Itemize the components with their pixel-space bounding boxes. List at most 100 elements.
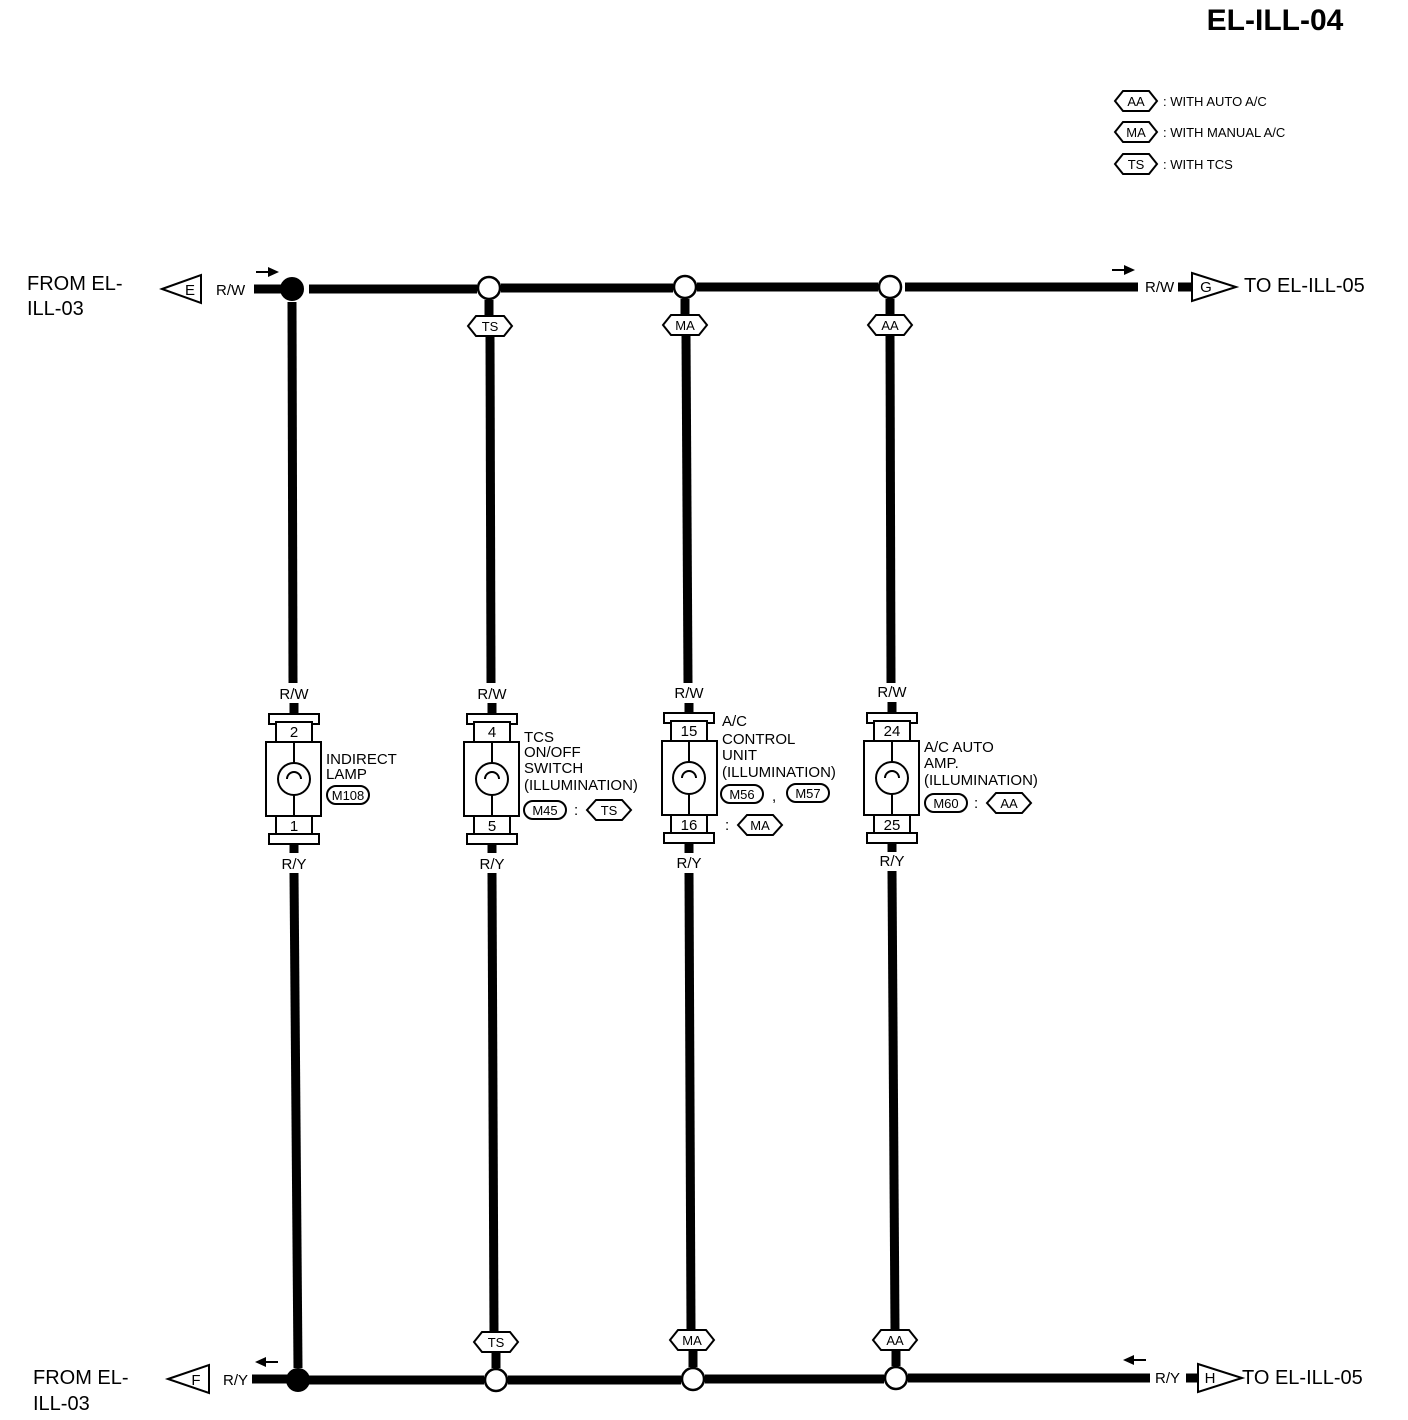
bottom-from-label-line1: FROM EL- [33, 1367, 129, 1389]
bottom-to-wire-color: R/Y [1155, 1370, 1180, 1387]
bottom-to-connector-letter: H [1205, 1370, 1216, 1387]
bottom-splice-junction [286, 1368, 310, 1392]
connector-id: M57 [795, 786, 820, 801]
top-from-connector-arrow [159, 273, 202, 305]
top-to-wire-color: R/W [1145, 279, 1175, 296]
legend-code-ts: TS [1128, 157, 1145, 172]
branch-tag: MA [675, 318, 695, 333]
branch-tag-hex [668, 1329, 716, 1351]
connector-top-pin: 4 [488, 724, 496, 741]
component-name-line: A/C [722, 713, 747, 730]
condition-code: MA [750, 818, 770, 833]
component-bottom-wire-color: R/Y [479, 856, 504, 873]
component-top-wire-color: R/W [279, 686, 309, 703]
connector-id-oval [523, 800, 567, 820]
component-bottom-wire-color: R/Y [879, 853, 904, 870]
bottom-to-label: TO EL-ILL-05 [1242, 1367, 1363, 1389]
bottom-bus: FROM EL- ILL-03 F R/Y R/Y H TO EL-ILL-05 [33, 1355, 1363, 1415]
bottom-to-connector-arrow [1197, 1362, 1246, 1394]
top-splice-junction [280, 277, 304, 301]
legend-row-tcs: TS : WITH TCS [1113, 153, 1233, 175]
condition-hex [985, 792, 1033, 814]
component-top-wire-color: R/W [477, 686, 507, 703]
connector-bottom-pin: 5 [488, 818, 496, 835]
connector-id-oval [924, 793, 968, 813]
top-to-connector-arrow [1191, 271, 1240, 303]
top-to-connector-letter: G [1200, 279, 1212, 296]
component-name-line: AMP. [924, 755, 959, 772]
top-from-wire-color: R/W [216, 282, 246, 299]
top-from-label-line2: ILL-03 [27, 298, 84, 320]
branch-tag-hex [866, 314, 914, 336]
connector-id-oval [786, 783, 830, 803]
component-top-wire-color: R/W [674, 685, 704, 702]
connector-bottom-pin: 16 [681, 817, 698, 834]
top-junction-auto-ac [877, 274, 903, 300]
bulb-icon [277, 762, 311, 796]
branch-tag: AA [881, 318, 899, 333]
component-bottom-wire-color: R/Y [281, 856, 306, 873]
connector-id: M60 [933, 796, 958, 811]
page-title: EL-ILL-04 [1207, 4, 1344, 37]
component-bottom-wire-color: R/Y [676, 855, 701, 872]
connector-separator: , [772, 788, 776, 805]
top-from-label-line1: FROM EL- [27, 273, 123, 295]
component-name-line: UNIT [722, 747, 757, 764]
legend-row-manual-ac: MA : WITH MANUAL A/C [1113, 121, 1285, 143]
bulb-icon [672, 761, 706, 795]
component-name-line: INDIRECT [326, 751, 397, 768]
branch-tag: MA [682, 1333, 702, 1348]
component-top-wire-color: R/W [877, 684, 907, 701]
condition-code: AA [1000, 796, 1018, 811]
legend-text-ma: : WITH MANUAL A/C [1163, 125, 1285, 140]
component-name-line: A/C AUTO [924, 739, 994, 756]
branch-tag-hex [871, 1329, 919, 1351]
bottom-junction-manual-ac [680, 1366, 706, 1392]
connector-bottom-pin: 25 [884, 817, 901, 834]
condition-separator: : [574, 802, 578, 819]
bottom-from-connector-arrow [164, 1363, 210, 1395]
top-to-label: TO EL-ILL-05 [1244, 275, 1365, 297]
condition-hex [585, 799, 633, 821]
branch-tag-hex [466, 315, 514, 337]
legend-code-aa: AA [1127, 94, 1145, 109]
top-junction-tcs [476, 275, 502, 301]
legend: AA : WITH AUTO A/C MA : WITH MANUAL A/C … [1113, 90, 1285, 175]
branch-tag: TS [488, 1335, 505, 1350]
connector-top-pin: 15 [681, 723, 698, 740]
bottom-junction-tcs [483, 1367, 509, 1393]
bulb-icon [875, 761, 909, 795]
top-junction-manual-ac [672, 274, 698, 300]
component-name-line: CONTROL [722, 731, 795, 748]
legend-text-ts: : WITH TCS [1163, 157, 1233, 172]
branch-tag-hex [661, 314, 709, 336]
connector-id: M56 [729, 787, 754, 802]
component-name-line: (ILLUMINATION) [722, 764, 836, 781]
condition-code: TS [601, 803, 618, 818]
top-from-connector-letter: E [185, 282, 195, 299]
bulb-icon [475, 762, 509, 796]
connector-id-oval [326, 785, 370, 805]
connector-id: M108 [332, 788, 365, 803]
condition-separator: : [974, 795, 978, 812]
component-name-line: (ILLUMINATION) [524, 777, 638, 794]
bottom-junction-auto-ac [883, 1365, 909, 1391]
top-bus: FROM EL- ILL-03 E R/W R/W G TO EL-ILL-05 [27, 265, 1365, 320]
component-indirect-lamp: R/W 2 1 R/Y INDIRECT LAMP M108 [265, 301, 397, 1369]
condition-separator: : [725, 817, 729, 834]
bottom-from-label-line2: ILL-03 [33, 1393, 90, 1415]
component-tcs-switch: TS R/W 4 5 R/Y TS TCS ON/OFF SWITCH (ILL… [463, 300, 638, 1368]
connector-id-oval [720, 784, 764, 804]
connector-top-pin: 2 [290, 724, 298, 741]
component-name-line: TCS [524, 729, 554, 746]
legend-code-ma: MA [1126, 125, 1146, 140]
branch-tag: AA [886, 1333, 904, 1348]
branch-tag-hex [472, 1331, 520, 1353]
legend-row-auto-ac: AA : WITH AUTO A/C [1113, 90, 1267, 112]
bottom-from-connector-letter: F [191, 1372, 200, 1389]
component-name-line: SWITCH [524, 760, 583, 777]
connector-id: M45 [532, 803, 557, 818]
connector-top-pin: 24 [884, 723, 901, 740]
bottom-from-wire-color: R/Y [223, 1372, 248, 1389]
